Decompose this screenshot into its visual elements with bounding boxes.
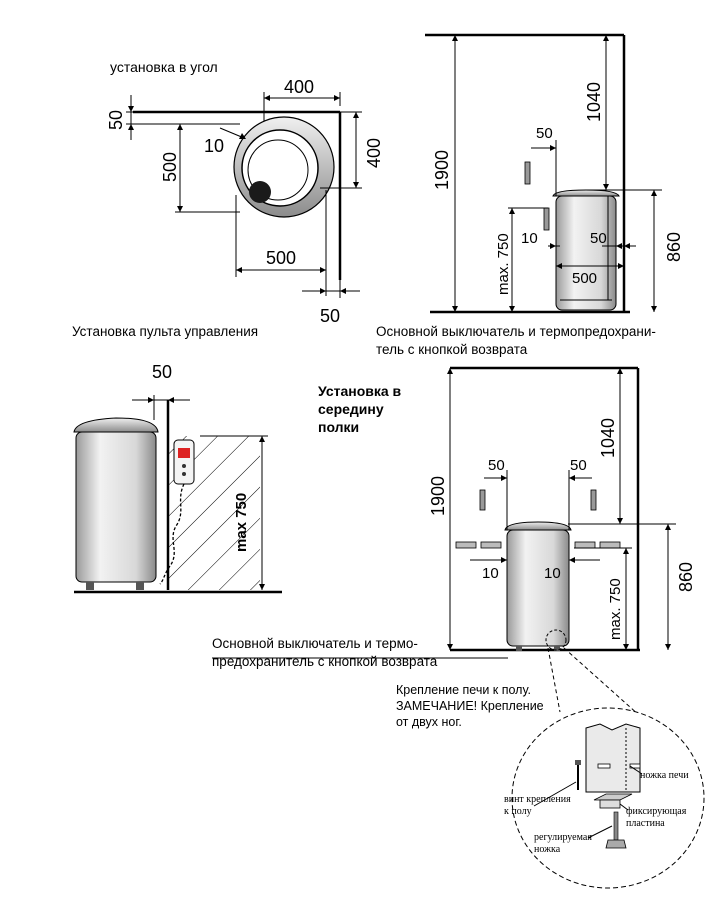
middle-title-2: середину — [318, 401, 384, 417]
heater-panel-view — [75, 431, 157, 583]
corner-title: установка в угол — [110, 59, 218, 75]
label-screw-1: винт крепления — [504, 794, 571, 805]
panel-install-group: 50 max 750 — [73, 362, 282, 594]
panel-dim-max750: max 750 — [233, 493, 250, 552]
mount-note-3: от двух ног. — [396, 715, 462, 729]
leg-plate — [585, 723, 641, 793]
middle-dim-max750: max. 750 — [607, 578, 624, 640]
control-panel-unit — [173, 439, 195, 485]
control-cable — [159, 483, 185, 585]
side-dim-50: 50 — [536, 125, 553, 142]
side-dim-50-right: 50 — [590, 230, 607, 247]
corner-dim-500-bottom: 500 — [266, 248, 296, 268]
corner-dim-10: 10 — [204, 136, 224, 156]
corner-dim-400-right: 400 — [364, 138, 384, 168]
corner-dim-50-bottom: 50 — [320, 306, 340, 326]
heater-middle-view — [506, 529, 570, 647]
side-dim-1900: 1900 — [432, 150, 452, 190]
middle-switch-line2: предохранитель с кнопкой возврата — [212, 654, 438, 669]
middle-dim-50-left: 50 — [488, 457, 505, 474]
control-knob-top — [249, 181, 271, 203]
middle-dim-10-left: 10 — [482, 565, 499, 582]
middle-dim-1040: 1040 — [598, 418, 618, 458]
middle-title-3: полки — [318, 419, 359, 435]
label-plate-1: фиксирующая — [626, 806, 687, 817]
corner-dim-500-left: 500 — [160, 152, 180, 182]
label-screw-2: к полу — [504, 806, 532, 817]
middle-title-1: Установка в — [318, 383, 402, 399]
middle-dim-1900: 1900 — [428, 476, 448, 516]
heater-side-view — [555, 195, 617, 311]
label-adj-2: ножка — [534, 844, 561, 855]
side-dim-10: 10 — [521, 230, 538, 247]
middle-switch-line1: Основной выключатель и термо- — [212, 636, 418, 651]
mount-note-2: ЗАМЕЧАНИЕ! Крепление — [396, 699, 544, 713]
corner-dim-400-top: 400 — [284, 77, 314, 97]
middle-dim-50-right: 50 — [570, 457, 587, 474]
mount-note-1: Крепление печи к полу. — [396, 683, 531, 697]
side-dim-860: 860 — [664, 232, 684, 262]
caption-switch-line2: тель с кнопкой возврата — [376, 342, 528, 357]
caption-switch-line1: Основной выключатель и термопредохрани- — [376, 324, 656, 339]
middle-install-group: Установка в середину полки 1900 1040 860 — [212, 366, 696, 669]
label-plate-2: пластина — [626, 818, 665, 829]
side-dim-1040: 1040 — [584, 82, 604, 122]
mount-detail-group: Крепление печи к полу. ЗАМЕЧАНИЕ! Крепле… — [396, 629, 705, 889]
panel-dim-50: 50 — [152, 362, 172, 382]
label-leg: ножка печи — [640, 770, 689, 781]
corner-dim-50-left: 50 — [106, 110, 126, 130]
label-adj-1: регулируемая — [534, 832, 592, 843]
middle-dim-10-right: 10 — [544, 565, 561, 582]
side-wall-group: 1900 1040 860 50 max. 750 10 — [425, 33, 684, 314]
middle-dim-860: 860 — [676, 562, 696, 592]
corner-install-group: установка в угол 400 50 500 10 — [106, 59, 384, 326]
caption-panel-install: Установка пульта управления — [72, 324, 258, 339]
side-dim-500: 500 — [572, 270, 597, 287]
side-dim-max750: max. 750 — [495, 233, 512, 295]
